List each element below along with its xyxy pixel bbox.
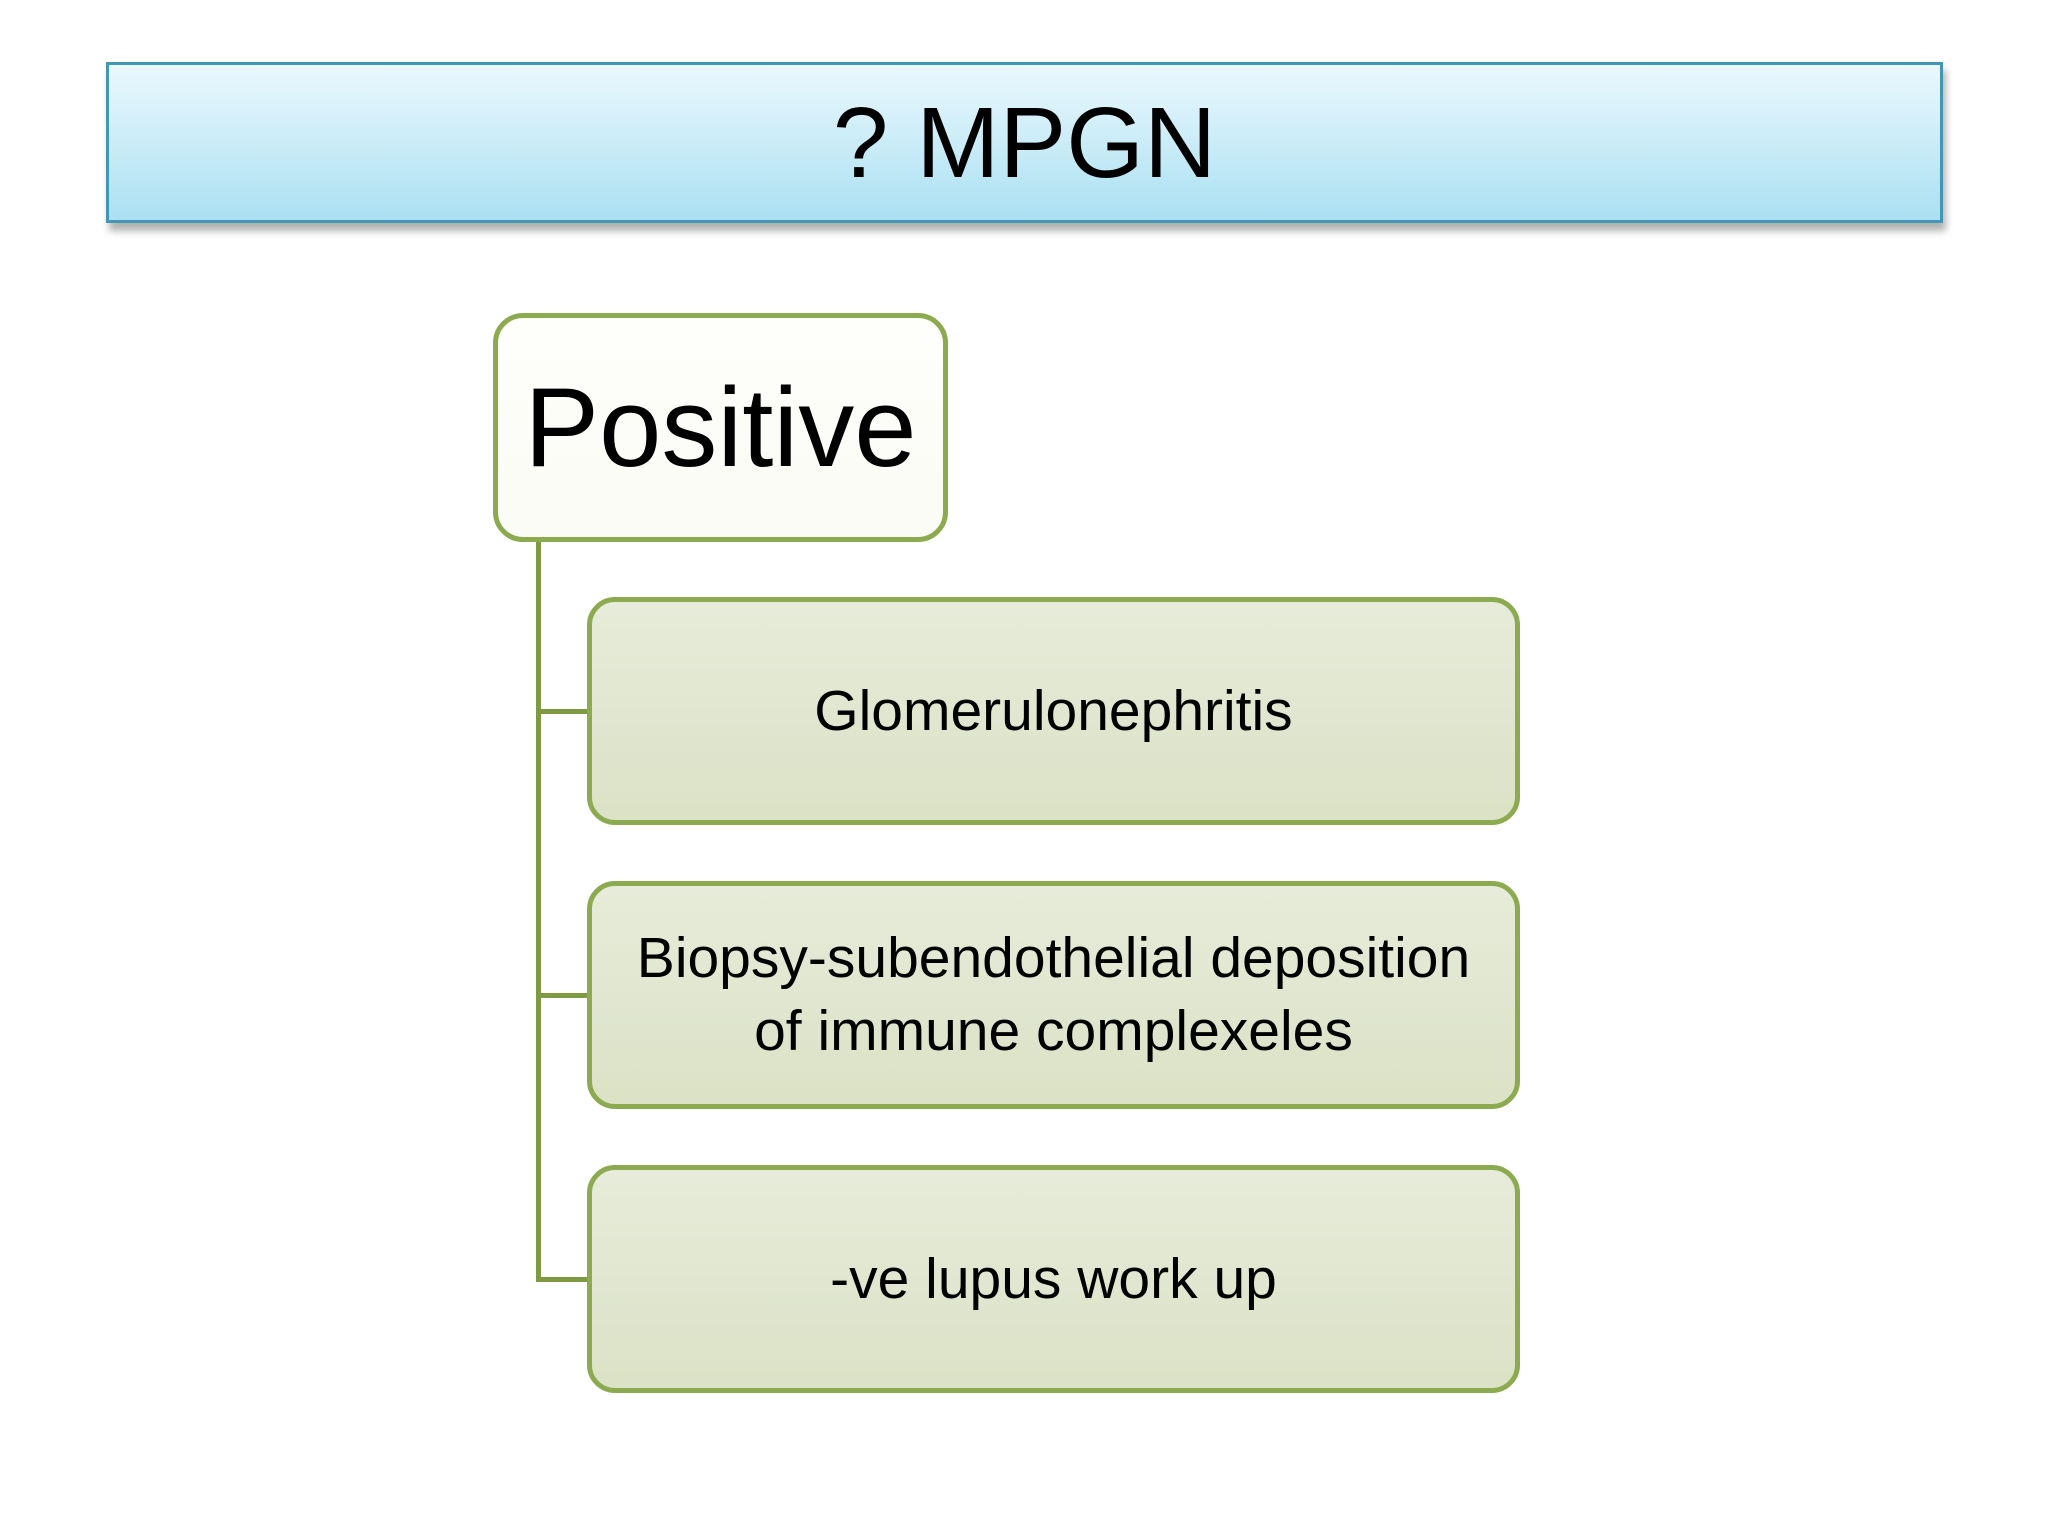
child-node-label-line: Glomerulonephritis: [814, 678, 1293, 743]
root-node-positive: Positive: [493, 313, 948, 542]
child-node-glomerulonephritis: Glomerulonephritis: [587, 597, 1520, 825]
child-node-biopsy-deposition: Biopsy-subendothelial deposition of immu…: [587, 881, 1520, 1109]
root-node-label: Positive: [524, 364, 917, 490]
child-node-label-line: -ve lupus work up: [830, 1246, 1277, 1311]
child-node-label-line: Biopsy-subendothelial deposition: [636, 926, 1471, 991]
connector-stub-3: [536, 1277, 587, 1282]
slide-title: ? MPGN: [832, 86, 1217, 199]
connector-vertical-line: [536, 542, 541, 1282]
connector-stub-2: [536, 993, 587, 998]
child-node-negative-lupus-workup: -ve lupus work up: [587, 1165, 1520, 1393]
connector-stub-1: [536, 709, 587, 714]
child-node-label-line: of immune complexeles: [754, 999, 1353, 1063]
title-bar: ? MPGN: [106, 62, 1943, 223]
